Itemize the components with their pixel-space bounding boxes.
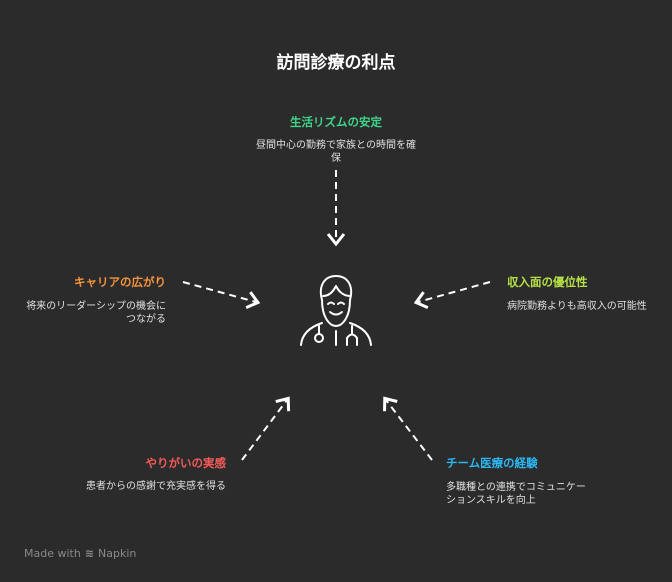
benefit-desc-career: 将来のリーダーシップの機会につながる xyxy=(26,301,166,325)
benefit-title-lifestyle: 生活リズムの安定 xyxy=(290,115,382,129)
benefit-title-income: 収入面の優位性 xyxy=(507,275,588,289)
benefit-desc-income: 病院勤務よりも高収入の可能性 xyxy=(507,301,647,312)
napkin-logo-icon: ≋ xyxy=(84,547,95,560)
made-with-label: Made with xyxy=(24,547,81,560)
arrow-right xyxy=(413,281,491,309)
benefit-title-team: チーム医療の経験 xyxy=(446,456,538,470)
benefit-desc-team: 多職種との連携でコミュニケーションスキルを向上 xyxy=(446,482,586,506)
arrow-bottom-left xyxy=(241,396,291,461)
diagram-title: 訪問診療の利点 xyxy=(276,53,396,73)
napkin-footer: Made with ≋ Napkin xyxy=(24,547,136,560)
arrow-bottom-right xyxy=(383,396,433,461)
arrow-left xyxy=(182,281,261,309)
benefit-desc-fulfillment: 患者からの感謝で充実感を得る xyxy=(86,481,226,492)
doctor-icon xyxy=(300,275,372,346)
benefit-title-fulfillment: やりがいの実感 xyxy=(145,456,227,470)
benefit-desc-lifestyle: 昼間中心の勤務で家族との時間を確保 xyxy=(256,140,416,164)
benefit-title-career: キャリアの広がり xyxy=(74,275,166,289)
napkin-brand: Napkin xyxy=(98,547,137,560)
